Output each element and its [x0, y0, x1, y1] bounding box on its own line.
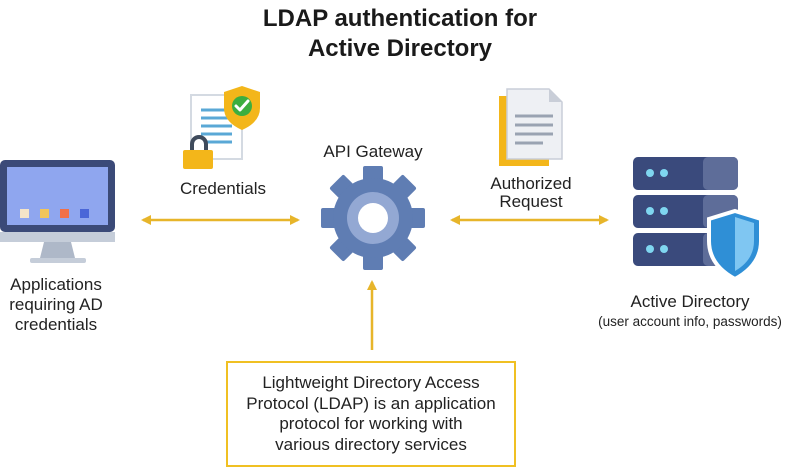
ldap-info-text: Lightweight Directory Access Protocol (L… — [236, 373, 506, 455]
title-line-2: Active Directory — [307, 35, 493, 62]
credentials-label: Credentials — [180, 179, 266, 198]
diagram-title: LDAP authentication for Active Directory — [0, 4, 800, 64]
applications-label-line: credentials — [14, 315, 98, 334]
ldap-info-line: protocol for working with — [279, 414, 463, 433]
api-gateway-label: API Gateway — [323, 142, 423, 161]
authorized-request-label-line: Request — [499, 192, 563, 211]
certificate-lock-icon — [183, 86, 260, 169]
active-directory-label: Active Directory (user account info, pas… — [580, 292, 800, 330]
title-line-1: LDAP authentication for — [262, 5, 538, 32]
authorized-request-label: Authorized Request — [470, 175, 592, 211]
gear-icon — [321, 166, 425, 270]
applications-label-line: Applications — [10, 275, 102, 294]
server-shield-icon — [633, 157, 763, 282]
authorized-request-label-line: Authorized — [490, 174, 572, 193]
ldap-info-line: Lightweight Directory Access — [262, 373, 480, 392]
ldap-info-line: various directory services — [275, 434, 467, 454]
active-directory-title: Active Directory — [630, 292, 750, 311]
ldap-info-box: Lightweight Directory Access Protocol (L… — [226, 361, 516, 467]
desktop-monitor-icon — [0, 160, 115, 263]
ldap-info-line: Protocol (LDAP) is an application — [246, 393, 496, 413]
documents-icon — [499, 88, 563, 166]
applications-label: Applications requiring AD credentials — [0, 275, 112, 335]
applications-label-line: requiring AD — [9, 295, 103, 314]
active-directory-sublabel: (user account info, passwords) — [598, 314, 782, 329]
